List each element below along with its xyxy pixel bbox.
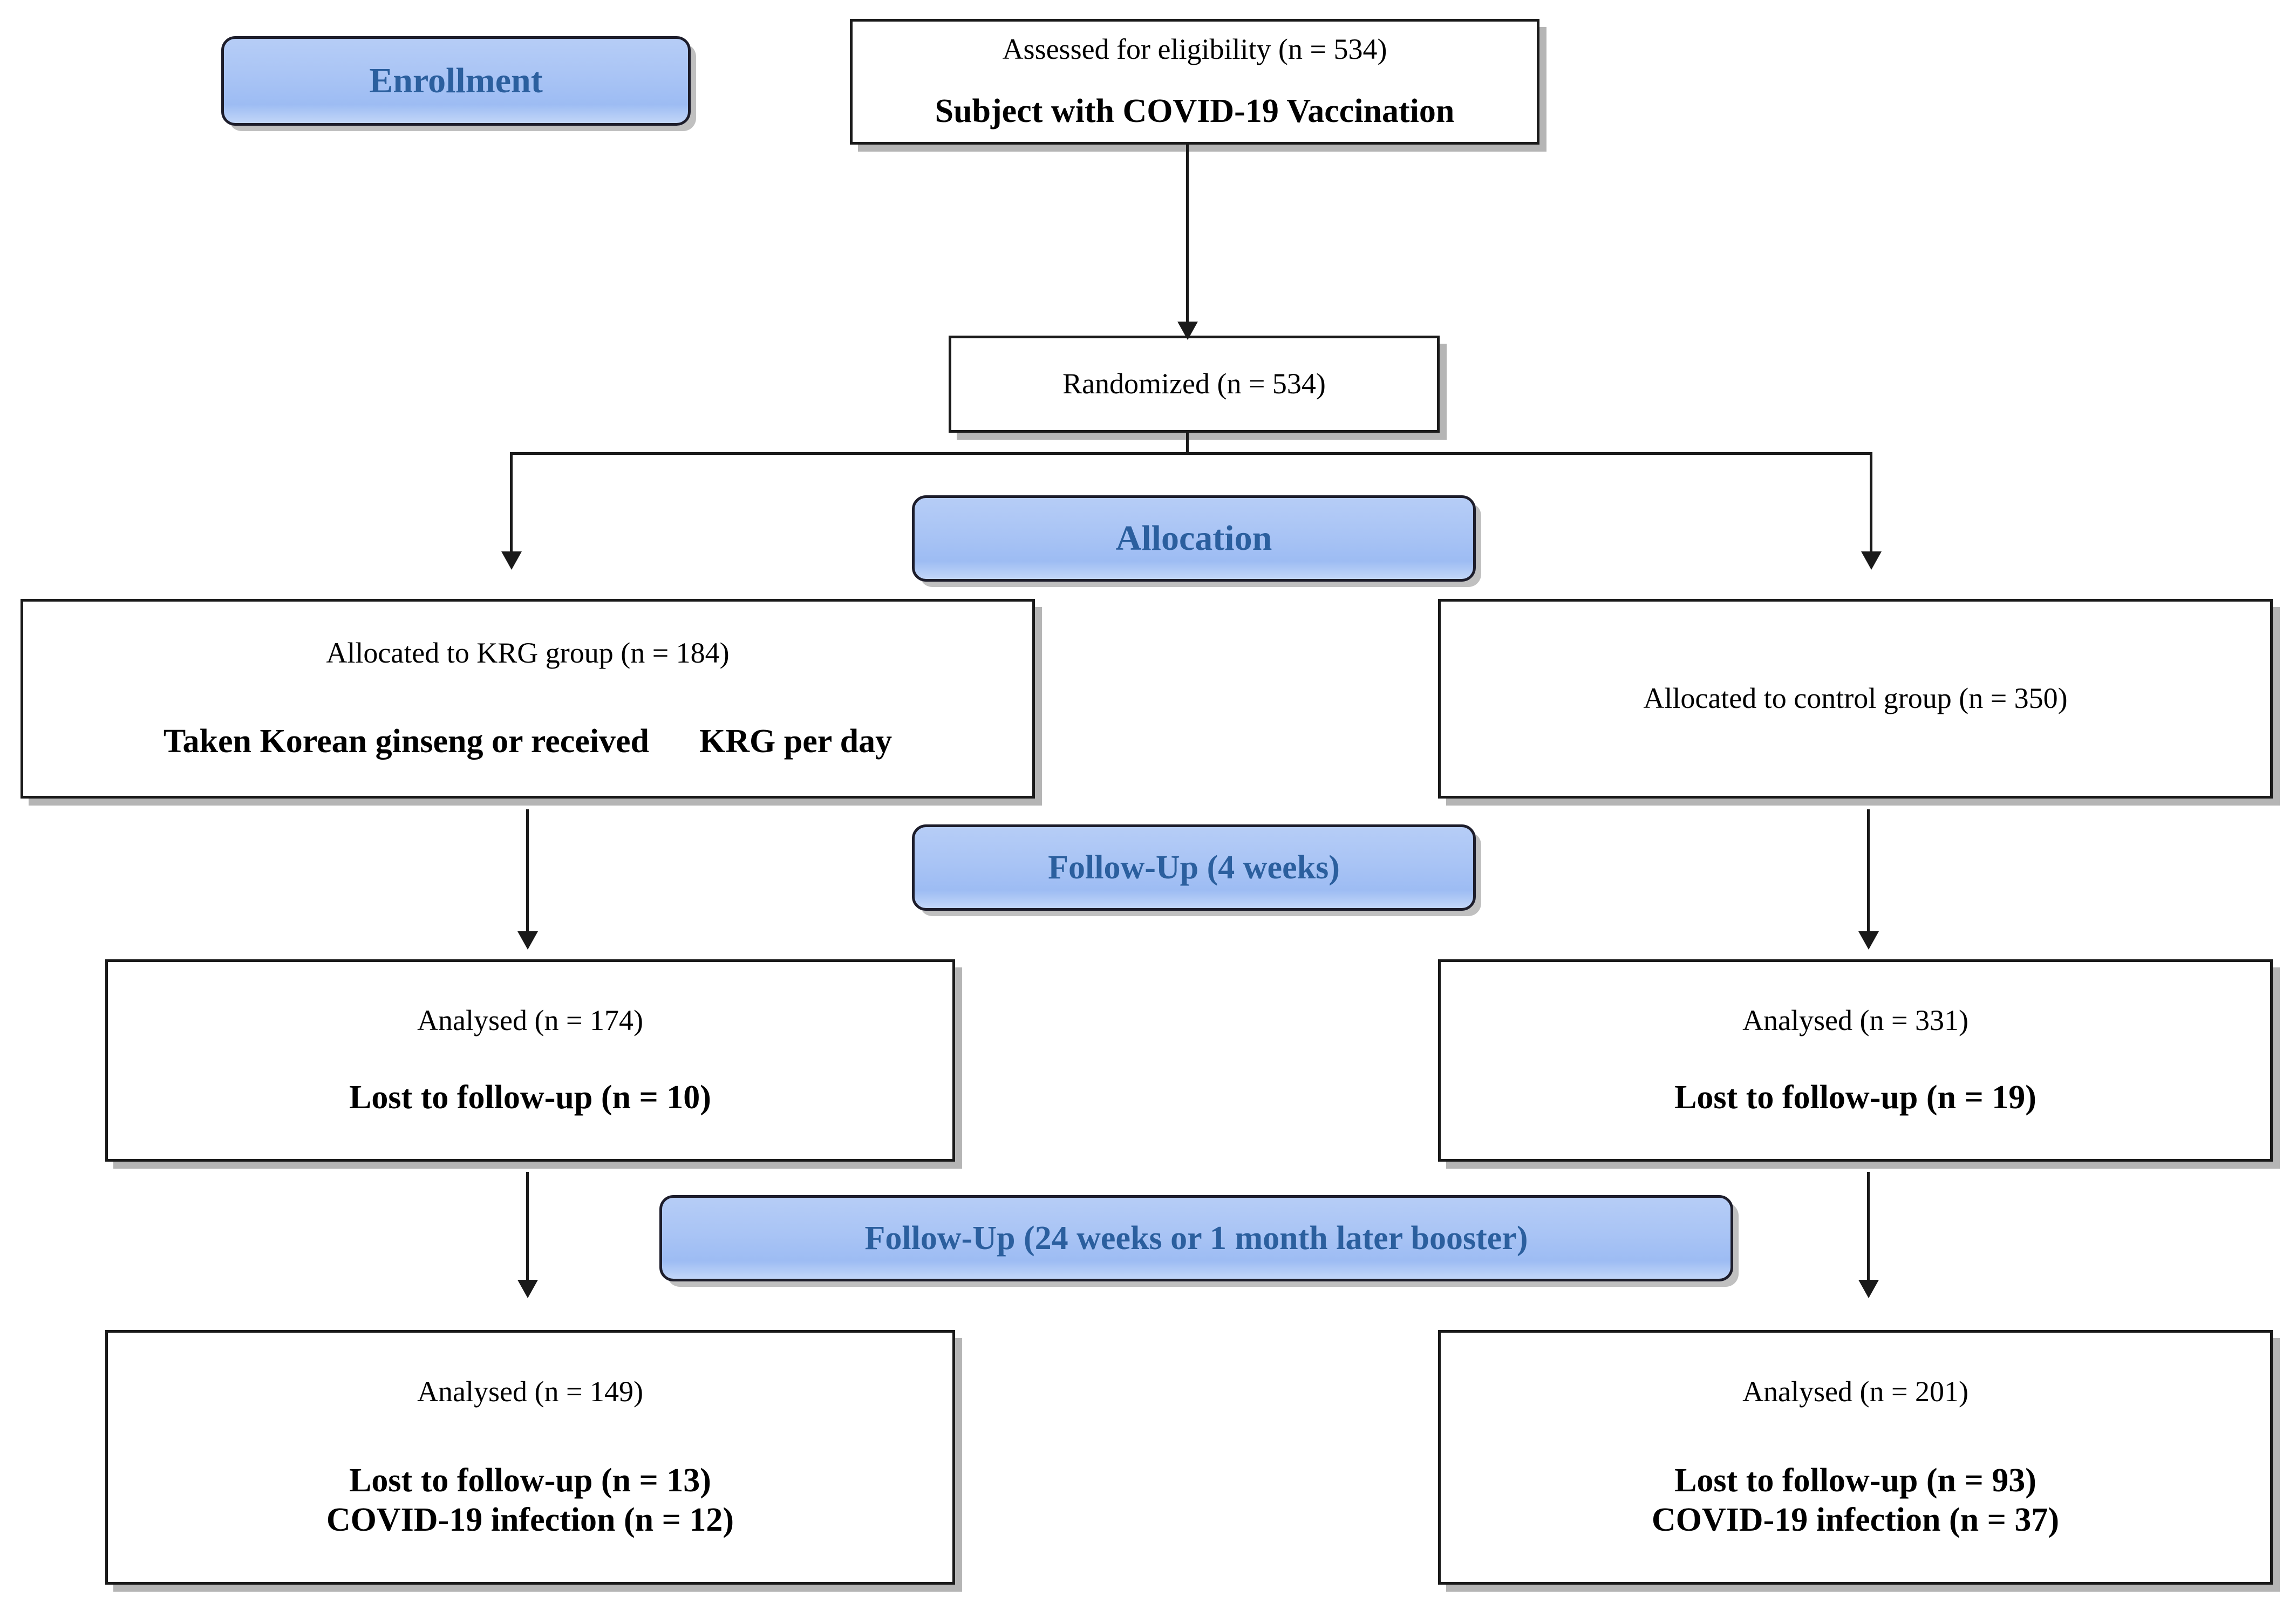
node-allocated-control-line1: Allocated to control group (n = 350) [1643, 682, 2068, 715]
node-analysed-krg-24w-line3: COVID-19 infection (n = 12) [326, 1501, 734, 1538]
connector-control-to-24w [1867, 1172, 1870, 1288]
arrowhead-krg-to-4w [517, 931, 538, 950]
node-assessed-for-eligibility: Assessed for eligibility (n = 534) Subje… [850, 19, 1539, 145]
connector-krg-to-24w [526, 1172, 529, 1288]
connector-assessed-to-randomized [1186, 145, 1189, 331]
stage-badge-followup-24-weeks-label: Follow-Up (24 weeks or 1 month later boo… [864, 1219, 1528, 1257]
node-analysed-control-24-weeks: Analysed (n = 201) Lost to follow-up (n … [1438, 1330, 2273, 1585]
node-analysed-control-24w-line2: Lost to follow-up (n = 93) [1674, 1462, 2036, 1499]
node-analysed-control-4-weeks: Analysed (n = 331) Lost to follow-up (n … [1438, 959, 2273, 1162]
stage-badge-enrollment: Enrollment [221, 36, 691, 126]
stage-badge-followup-4-weeks-label: Follow-Up (4 weeks) [1048, 849, 1340, 886]
stage-badge-allocation: Allocation [912, 495, 1476, 582]
node-randomized: Randomized (n = 534) [949, 336, 1440, 433]
connector-krg-to-4w [526, 809, 529, 939]
node-assessed-line1: Assessed for eligibility (n = 534) [1002, 33, 1387, 66]
arrowhead-control-to-4w [1858, 931, 1879, 950]
arrowhead-krg-to-24w [517, 1280, 538, 1298]
arrowhead-allocation-right [1861, 551, 1882, 570]
node-analysed-control-4w-line2: Lost to follow-up (n = 19) [1674, 1079, 2036, 1116]
node-analysed-krg-24w-line1: Analysed (n = 149) [417, 1375, 643, 1408]
node-assessed-line2: Subject with COVID-19 Vaccination [935, 92, 1455, 129]
node-analysed-krg-24-weeks: Analysed (n = 149) Lost to follow-up (n … [105, 1330, 955, 1585]
node-analysed-control-4w-line1: Analysed (n = 331) [1742, 1004, 1968, 1037]
stage-badge-followup-4-weeks: Follow-Up (4 weeks) [912, 824, 1476, 911]
node-allocated-krg-line2: Taken Korean ginseng or received KRG per… [163, 723, 892, 760]
node-analysed-krg-24w-line2: Lost to follow-up (n = 13) [349, 1462, 711, 1499]
connector-control-to-4w [1867, 809, 1870, 939]
node-randomized-line1: Randomized (n = 534) [1062, 367, 1326, 400]
connector-allocation-bus [510, 452, 1872, 455]
node-allocated-krg-line1: Allocated to KRG group (n = 184) [326, 636, 730, 669]
node-analysed-krg-4w-line2: Lost to follow-up (n = 10) [349, 1079, 711, 1116]
node-analysed-krg-4w-line1: Analysed (n = 174) [417, 1004, 643, 1037]
node-analysed-control-24w-line1: Analysed (n = 201) [1742, 1375, 1968, 1408]
arrowhead-allocation-left [501, 551, 522, 570]
node-analysed-control-24w-line3: COVID-19 infection (n = 37) [1651, 1501, 2060, 1538]
stage-badge-followup-24-weeks: Follow-Up (24 weeks or 1 month later boo… [659, 1195, 1733, 1281]
stage-badge-allocation-label: Allocation [1115, 519, 1272, 558]
connector-allocation-left-drop [510, 452, 513, 557]
connector-randomized-stem [1186, 433, 1189, 454]
node-analysed-krg-4-weeks: Analysed (n = 174) Lost to follow-up (n … [105, 959, 955, 1162]
node-allocated-control: Allocated to control group (n = 350) [1438, 599, 2273, 799]
connector-allocation-right-drop [1870, 452, 1872, 557]
arrowhead-assessed-to-randomized [1177, 322, 1198, 340]
stage-badge-enrollment-label: Enrollment [369, 61, 543, 100]
node-allocated-krg: Allocated to KRG group (n = 184) Taken K… [21, 599, 1035, 799]
arrowhead-control-to-24w [1858, 1280, 1879, 1298]
